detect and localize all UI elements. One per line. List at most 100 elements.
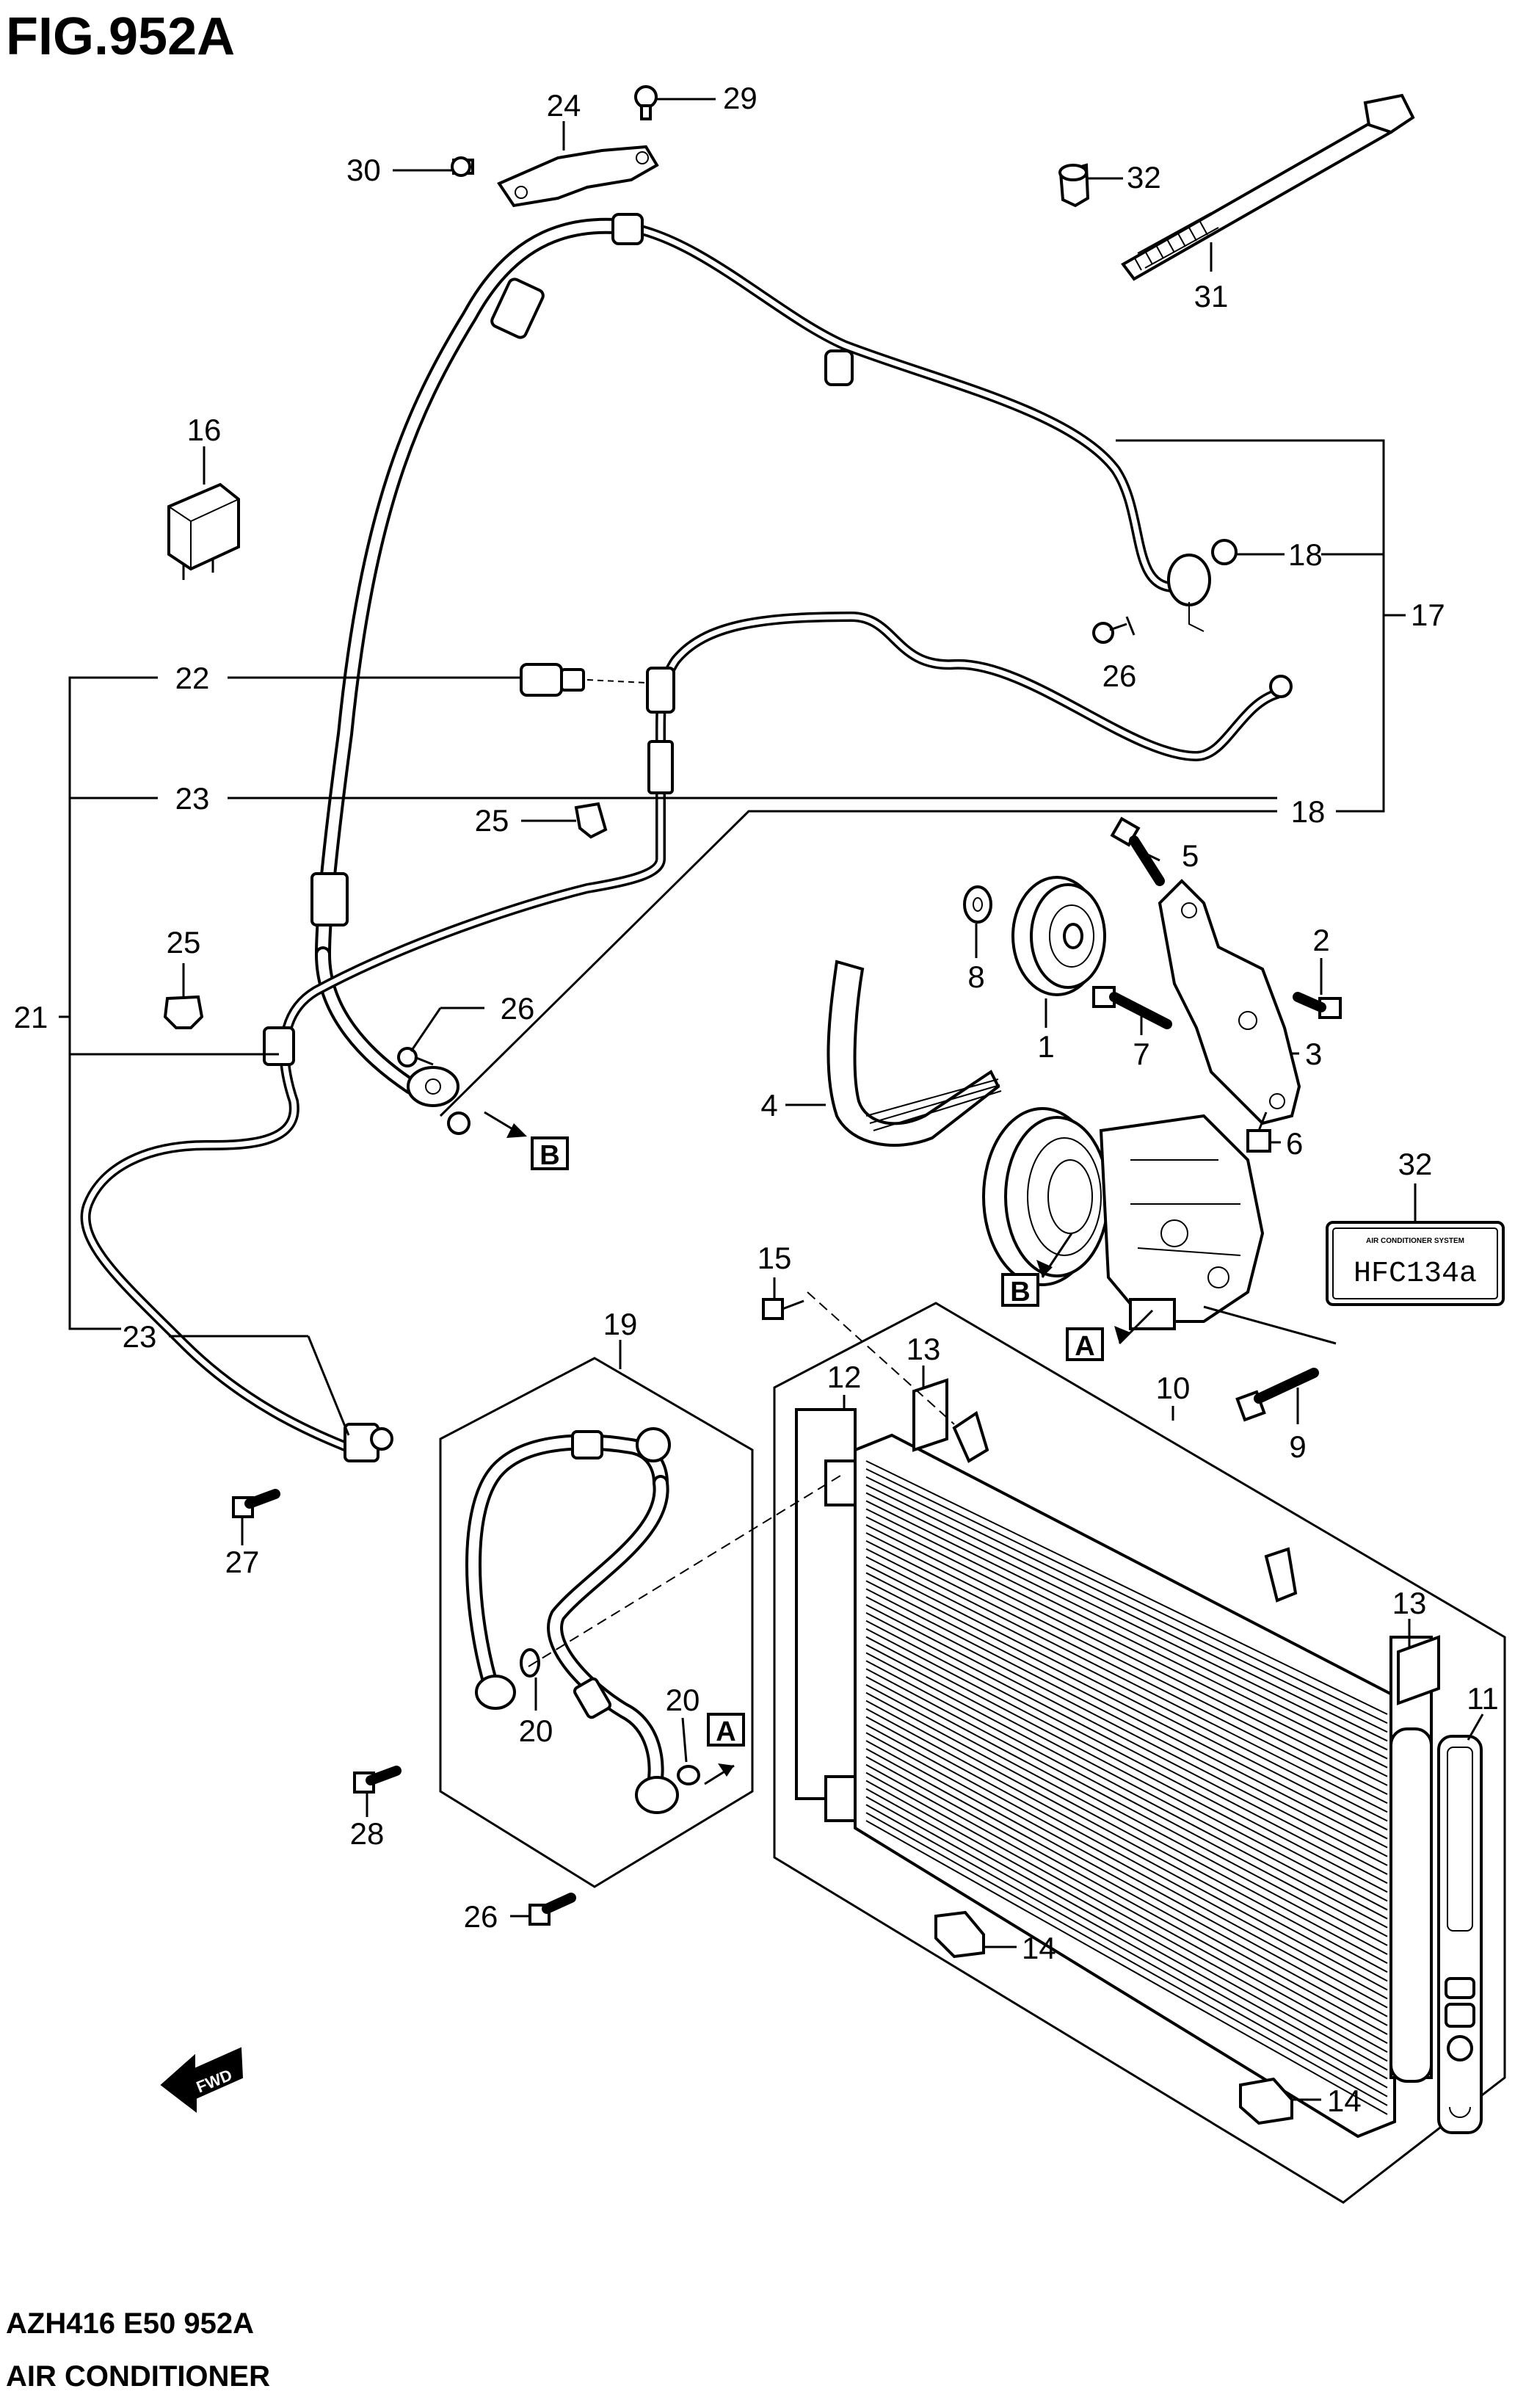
callout-2: 2 [1312, 923, 1329, 957]
callout-3: 3 [1305, 1037, 1322, 1071]
pressure-switch [520, 663, 647, 697]
marker-a-compressor: A [1075, 1331, 1094, 1362]
callout-20-left: 20 [519, 1713, 553, 1748]
bolt-icon [634, 85, 658, 120]
condenser-fin [865, 1460, 1388, 1715]
condenser-fin [865, 1596, 1388, 1866]
arrow-a-icon [718, 1763, 734, 1777]
callout-25-upper: 25 [475, 803, 509, 838]
callout-21: 21 [14, 1000, 48, 1034]
condenser-fin [865, 1500, 1388, 1760]
callout-4: 4 [760, 1088, 777, 1123]
callout-28: 29 [723, 81, 758, 115]
callout-13-top: 13 [907, 1332, 941, 1366]
condenser-fin [865, 1820, 1388, 2115]
callout-8: 8 [967, 960, 984, 994]
condenser-fin [865, 1756, 1388, 2044]
callout-19: 19 [603, 1307, 638, 1341]
callout-11: 11 [1467, 1681, 1499, 1716]
marker-b-upper: B [539, 1140, 559, 1171]
callout-16: 16 [187, 413, 222, 447]
washer-icon [963, 885, 992, 924]
condenser-fin [865, 1796, 1388, 2089]
condenser-fin [865, 1724, 1388, 2009]
callout-32: 32 [1398, 1147, 1433, 1181]
callout-27-lower: 28 [350, 1816, 385, 1851]
callout-12: 12 [827, 1360, 862, 1394]
callout-23-lower: 23 [123, 1319, 157, 1354]
rubber-mount-icon [1239, 2077, 1293, 2125]
condenser-fin [865, 1748, 1388, 2035]
arrow-a-icon [1114, 1326, 1130, 1343]
callout-15: 15 [758, 1241, 792, 1275]
condenser-bracket [1397, 1635, 1440, 1705]
condenser-fin [865, 1716, 1388, 2000]
callout-5: 5 [1182, 838, 1199, 873]
o-ring [520, 1648, 540, 1678]
pipe-bracket [497, 145, 659, 208]
idler-pulley [1011, 876, 1106, 996]
bolt-icon [1293, 992, 1342, 1019]
callout-26-right: 26 [1102, 659, 1137, 693]
condenser-fin [865, 1763, 1388, 2053]
condenser-fin [865, 1476, 1388, 1733]
drive-belt [826, 960, 1002, 1147]
section-name: AIR CONDITIONER [6, 2360, 270, 2393]
arrow-b-icon [1036, 1260, 1053, 1277]
callout-26-upper-left: 26 [501, 991, 535, 1026]
tensioner-bracket [1158, 879, 1301, 1125]
condenser-fin [865, 1532, 1388, 1795]
discharge-hose-outline [439, 1357, 754, 1888]
callout-9: 9 [1289, 1429, 1306, 1464]
condenser-fin [865, 1740, 1388, 2026]
condenser-fin [865, 1636, 1388, 1911]
condenser-group-outline [773, 1302, 1506, 2204]
liquid-pipe [80, 612, 1293, 1462]
bolt-icon [1092, 986, 1172, 1029]
callout-23-upper: 23 [175, 781, 210, 816]
bolt-icon [1092, 622, 1127, 644]
discharge-hose [465, 1427, 679, 1814]
condenser-fin [865, 1771, 1388, 2062]
condenser-fin [865, 1652, 1388, 1929]
condenser-fin [865, 1516, 1388, 1777]
condenser-fin [865, 1524, 1388, 1786]
bolt-icon [762, 1298, 804, 1320]
o-ring [677, 1765, 700, 1785]
callout-20-right: 20 [666, 1683, 700, 1717]
condenser-fin [865, 1588, 1388, 1857]
callout-30: 31 [1194, 279, 1229, 313]
condenser-fin [865, 1468, 1388, 1725]
condenser-fin [865, 1556, 1388, 1822]
suction-hose-assembly [310, 213, 1211, 1107]
callout-24: 24 [547, 88, 581, 123]
ac-compressor [982, 1107, 1265, 1330]
condenser-fin [865, 1492, 1388, 1751]
clip-icon [574, 802, 608, 839]
label-plate-system-text: AIR CONDITIONER SYSTEM [1366, 1237, 1464, 1245]
callout-1: 1 [1037, 1029, 1054, 1064]
callout-18-upper: 18 [1288, 537, 1323, 572]
condenser-fin [865, 1548, 1388, 1813]
condenser-fin [865, 1580, 1388, 1849]
condenser-fin [865, 1812, 1388, 2106]
bolt-icon [232, 1489, 280, 1518]
charge-valve-tool [1121, 93, 1415, 281]
bolt-icon [353, 1766, 402, 1794]
callout-22: 22 [175, 661, 210, 695]
bolt-icon [397, 1047, 434, 1067]
callout-13-right: 13 [1392, 1586, 1427, 1620]
callout-7: 7 [1133, 1037, 1149, 1071]
condenser-fin [865, 1612, 1388, 1884]
bolt-icon [528, 1893, 576, 1926]
condenser-fin [865, 1644, 1388, 1920]
clip-icon [163, 995, 204, 1029]
valve-cap-icon [1058, 163, 1090, 208]
callout-26-lower: 26 [464, 1899, 498, 1934]
callout-numbers: 24 29 30 32 31 16 18 17 26 22 23 18 25 2… [14, 81, 1499, 2118]
condenser-fin [865, 1628, 1388, 1902]
condenser-fin [865, 1788, 1388, 2080]
condenser-fin [865, 1732, 1388, 2017]
callout-29: 30 [346, 153, 381, 187]
